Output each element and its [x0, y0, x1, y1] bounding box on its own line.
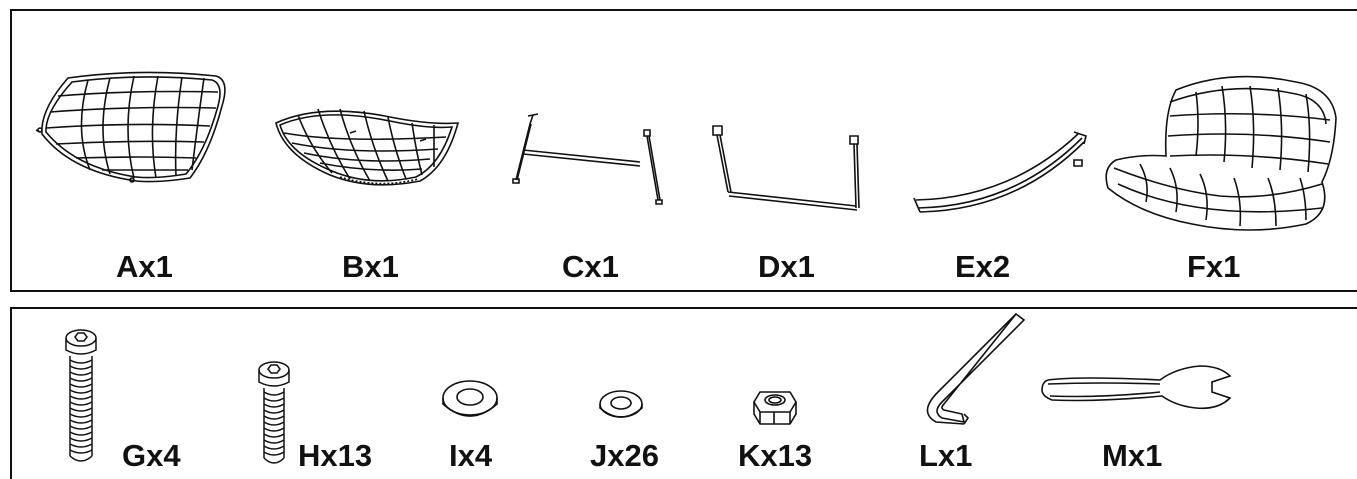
hardware-panel: [10, 307, 1357, 479]
part-label-c: Cx1: [562, 249, 619, 284]
hardware-label-k: Kx13: [738, 438, 813, 473]
small-washer-icon: [597, 388, 645, 424]
seat-cushion-icon: [1100, 72, 1340, 234]
long-bolt-icon: [58, 328, 104, 470]
allen-key-icon: [912, 312, 1028, 426]
hardware-label-g: Gx4: [122, 438, 181, 473]
hardware-label-l: Lx1: [919, 438, 973, 473]
hardware-label-j: Jx26: [590, 438, 659, 473]
wire-seat-frame-icon: [30, 70, 230, 188]
hardware-label-i: Ix4: [449, 438, 493, 473]
large-washer-icon: [440, 378, 500, 424]
wrench-icon: [1040, 362, 1236, 414]
hex-nut-icon: [752, 386, 798, 428]
hardware-label-m: Mx1: [1102, 438, 1163, 473]
short-bolt-icon: [252, 360, 296, 470]
part-label-b: Bx1: [342, 249, 399, 284]
part-label-a: Ax1: [116, 249, 173, 284]
curved-rail-icon: [910, 128, 1090, 218]
hardware-label-h: Hx13: [298, 438, 373, 473]
wire-basket-frame-icon: [270, 97, 460, 189]
parts-panel: [10, 9, 1357, 292]
part-label-d: Dx1: [758, 249, 815, 284]
u-leg-frame-icon: [708, 122, 868, 214]
h-leg-frame-icon: [508, 110, 668, 210]
part-label-e: Ex2: [955, 249, 1011, 284]
part-label-f: Fx1: [1187, 249, 1241, 284]
